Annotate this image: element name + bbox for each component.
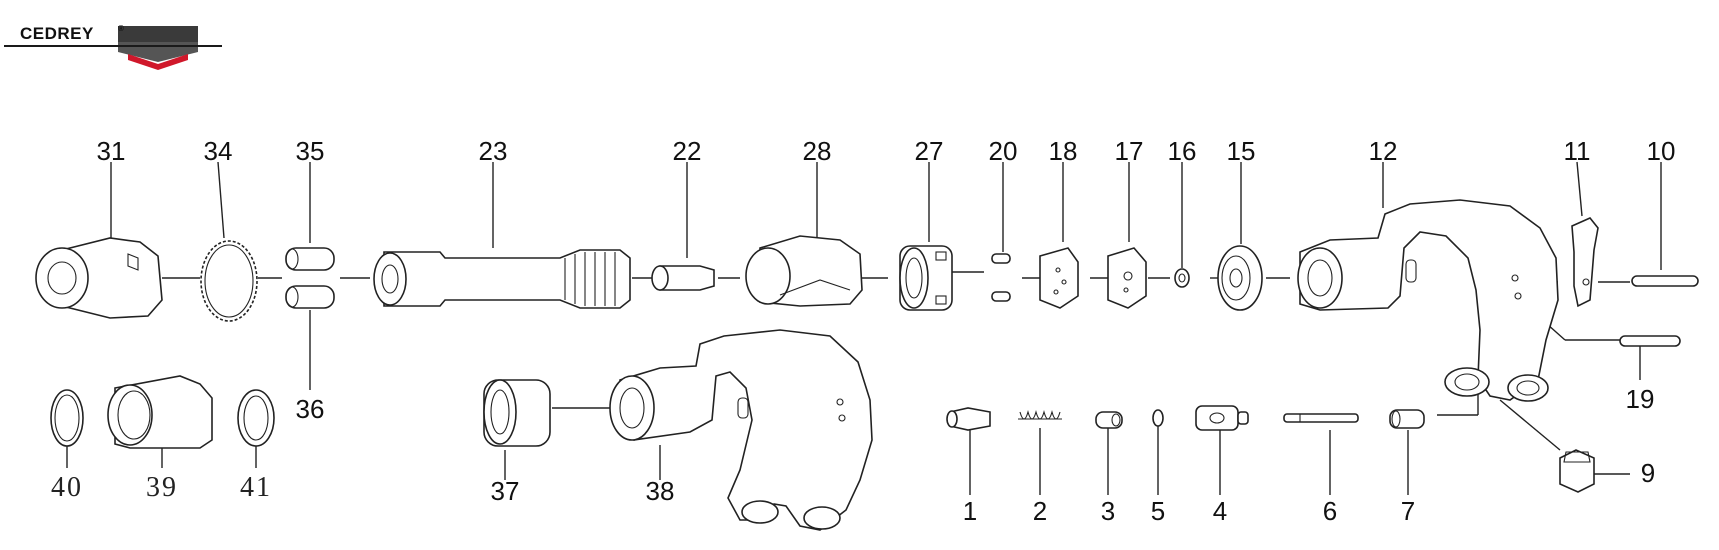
part-36-sleeve xyxy=(285,285,335,309)
part-28-hammer-cage xyxy=(745,235,863,307)
part-40-ring xyxy=(50,389,84,447)
part-6-stem xyxy=(1283,413,1359,423)
part-20-pins xyxy=(991,253,1011,302)
part-4-valve-body xyxy=(1195,405,1249,431)
part-38-housing xyxy=(609,329,873,531)
part-41-ring xyxy=(237,389,275,447)
label-12: 12 xyxy=(1369,136,1398,166)
label-4: 4 xyxy=(1213,496,1227,526)
label-1: 1 xyxy=(963,496,977,526)
label-9: 9 xyxy=(1641,458,1655,488)
label-18: 18 xyxy=(1049,136,1078,166)
label-23: 23 xyxy=(479,136,508,166)
part-15-rotor xyxy=(1217,245,1263,311)
part-labels: 31 34 35 23 22 28 27 20 18 17 16 15 12 1… xyxy=(51,136,1675,526)
label-40: 40 xyxy=(51,472,83,503)
label-35: 35 xyxy=(296,136,325,166)
label-27: 27 xyxy=(915,136,944,166)
part-23-spindle xyxy=(373,249,631,309)
part-31-retainer-housing xyxy=(35,237,163,319)
label-11: 11 xyxy=(1564,136,1591,166)
label-19: 19 xyxy=(1626,384,1655,414)
part-11-trigger xyxy=(1571,217,1599,308)
label-41: 41 xyxy=(240,472,272,503)
part-9-exhaust-nut xyxy=(1559,449,1595,493)
brand-logo: CEDREY ® xyxy=(0,0,240,80)
part-22-plunger xyxy=(651,265,715,291)
brand-registered-mark: ® xyxy=(118,24,124,33)
label-5: 5 xyxy=(1151,496,1165,526)
label-38: 38 xyxy=(646,476,675,506)
label-31: 31 xyxy=(97,136,126,166)
part-5-o-ring xyxy=(1152,409,1164,427)
part-19-pin xyxy=(1619,335,1681,347)
part-16-washer xyxy=(1174,268,1190,288)
label-28: 28 xyxy=(803,136,832,166)
part-1-valve-tip xyxy=(946,407,991,431)
part-3-valve xyxy=(1095,411,1123,429)
part-35-sleeve xyxy=(285,247,335,271)
label-3: 3 xyxy=(1101,496,1115,526)
part-27-hammer-cage-ring xyxy=(899,245,953,311)
part-7-bushing xyxy=(1389,409,1425,429)
label-22: 22 xyxy=(673,136,702,166)
brand-name: CEDREY xyxy=(20,24,94,43)
label-39: 39 xyxy=(146,472,178,503)
part-37-gear-ring xyxy=(483,379,551,447)
part-12-motor-housing xyxy=(1297,199,1559,402)
label-6: 6 xyxy=(1323,496,1337,526)
part-10-pin xyxy=(1631,275,1699,287)
label-20: 20 xyxy=(989,136,1018,166)
label-2: 2 xyxy=(1033,496,1047,526)
label-37: 37 xyxy=(491,476,520,506)
part-34-spring-ring xyxy=(200,240,258,322)
part-17-rear-plate xyxy=(1107,247,1147,309)
part-39-sleeve xyxy=(107,375,213,449)
label-10: 10 xyxy=(1647,136,1676,166)
label-34: 34 xyxy=(204,136,233,166)
label-17: 17 xyxy=(1115,136,1144,166)
label-16: 16 xyxy=(1168,136,1197,166)
label-15: 15 xyxy=(1227,136,1256,166)
label-36: 36 xyxy=(296,394,325,424)
part-18-end-plate xyxy=(1039,247,1079,309)
brand-emblem xyxy=(4,26,222,70)
part-2-spring xyxy=(1018,409,1062,420)
label-7: 7 xyxy=(1401,496,1415,526)
